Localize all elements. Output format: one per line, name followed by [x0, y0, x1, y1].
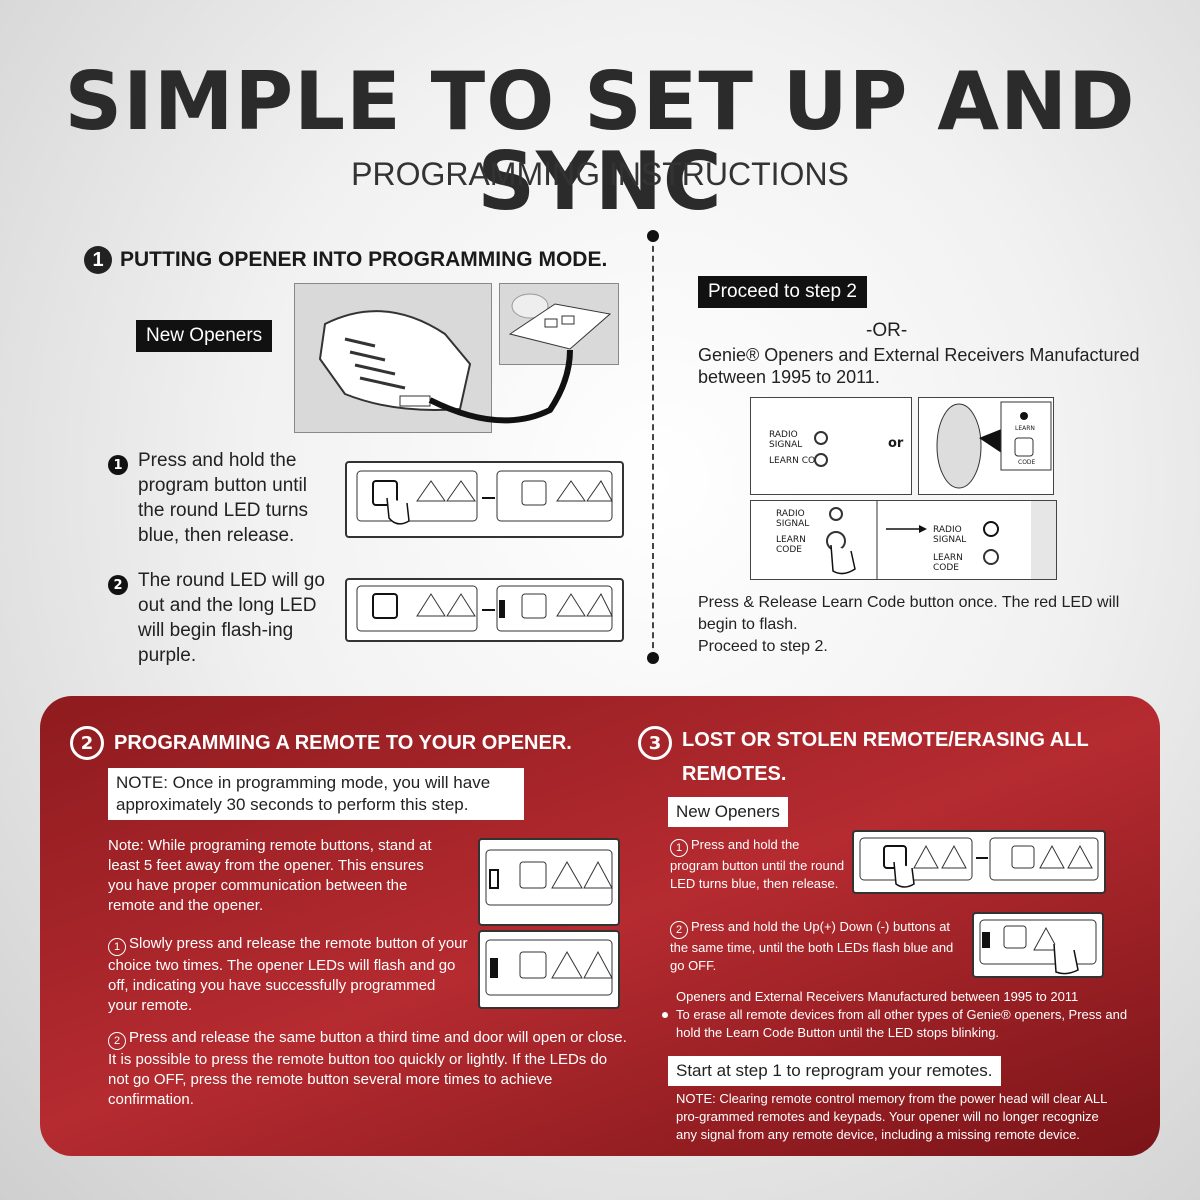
step3-item1-text: Press and hold the program button until …	[670, 837, 845, 891]
step2-panel-2	[478, 930, 620, 1009]
or-small-text: or	[888, 436, 904, 451]
learn-code-press-illustration: RADIO SIGNAL LEARN CODE RADIO SIGNAL LEA…	[750, 500, 1057, 580]
step2-item1-text: Slowly press and release the remote butt…	[108, 935, 468, 1014]
step3-panel-2	[972, 912, 1104, 978]
panel-drawing-2	[356, 585, 613, 632]
step2-panel-drawing-2	[485, 939, 613, 996]
control-panel-drawing	[508, 293, 612, 350]
step3-heading-line2: REMOTES.	[682, 763, 787, 785]
step2-item2-text: Press and release the same button a thir…	[108, 1029, 627, 1108]
step2-number-badge: 2	[70, 726, 104, 760]
page-title: SIMPLE TO SET UP AND SYNC	[64, 55, 1136, 228]
step1-panel-2	[345, 578, 624, 642]
step1-item1-number: 1	[108, 455, 128, 475]
learn-code-label: LEARN CODE	[769, 456, 828, 466]
step1-heading: 1 PUTTING OPENER INTO PROGRAMMING MODE.	[84, 246, 607, 274]
new-openers-tag: New Openers	[136, 320, 273, 352]
code-small-label: CODE	[1018, 459, 1036, 466]
step2-item2-number: 2	[108, 1032, 126, 1050]
step1-panel-1	[345, 461, 624, 538]
step3-item2-text: Press and hold the Up(+) Down (-) button…	[670, 919, 954, 973]
step2-item1-number: 1	[108, 938, 126, 956]
section-divider	[652, 236, 654, 658]
press-release-instruction: Press & Release Learn Code button once. …	[698, 594, 1120, 633]
divider-dot-top	[647, 230, 659, 242]
step2-panel-drawing-1	[485, 849, 613, 906]
learn-code-label-2: LEARN CODE	[776, 535, 806, 555]
step1-item1-text: Press and hold the program button until …	[138, 450, 309, 546]
divider-dot-bottom	[647, 652, 659, 664]
step1-item2-text: The round LED will go out and the long L…	[138, 570, 325, 666]
or-text: -OR-	[866, 320, 908, 341]
step2-note-text: Note: While programing remote buttons, s…	[108, 837, 432, 914]
radio-signal-label: RADIO SIGNAL	[769, 430, 803, 450]
step3-start-tag: Start at step 1 to reprogram your remote…	[668, 1056, 1001, 1086]
step3-panel-drawing-2	[979, 919, 1097, 975]
connector-curve	[428, 349, 573, 424]
step3-heading-text: LOST OR STOLEN REMOTE/ERASING ALL REMOTE…	[682, 723, 1089, 791]
press-release-text: Press & Release Learn Code button once. …	[698, 592, 1148, 658]
step2-heading-text: PROGRAMMING A REMOTE TO YOUR OPENER.	[114, 731, 572, 754]
step3-heading: 3 LOST OR STOLEN REMOTE/ERASING ALL REMO…	[638, 726, 1089, 791]
panel-drawing	[356, 470, 613, 525]
step2-heading: 2 PROGRAMMING A REMOTE TO YOUR OPENER.	[70, 726, 572, 760]
step3-heading-line1: LOST OR STOLEN REMOTE/ERASING ALL	[682, 729, 1089, 751]
control-panel-closeup	[499, 283, 619, 365]
step3-new-openers-tag: New Openers	[668, 797, 788, 827]
learn-press-drawing	[826, 501, 1056, 579]
step1-heading-text: PUTTING OPENER INTO PROGRAMMING MODE.	[120, 248, 608, 271]
step2-note-tag: NOTE: Once in programming mode, you will…	[108, 768, 524, 820]
step3-panel-drawing-1	[859, 837, 1099, 888]
step3-item2-number: 2	[670, 921, 688, 939]
step3-panel-1	[852, 830, 1106, 894]
radio-signal-label-2: RADIO SIGNAL	[776, 509, 810, 529]
learn-code-label-3: LEARN CODE	[933, 553, 963, 573]
remote-receiver-illustration: LEARN CODE	[918, 397, 1054, 495]
genie-text: Genie® Openers and External Receivers Ma…	[698, 345, 1140, 387]
page-subtitle: PROGRAMMING INSTRUCTIONS	[351, 156, 849, 192]
step3-final-note: NOTE: Clearing remote control memory fro…	[676, 1091, 1107, 1142]
step3-erase-text: To erase all remote devices from all oth…	[676, 1007, 1128, 1040]
proceed-tag: Proceed to step 2	[698, 276, 867, 308]
receiver-illustration: RADIO SIGNAL LEARN CODE	[750, 397, 912, 495]
remote-receiver-drawing	[936, 401, 1052, 489]
opener-drawing	[318, 310, 472, 411]
receiver-leds	[814, 431, 828, 467]
step2-panel-1	[478, 838, 620, 926]
learn-small-label: LEARN	[1015, 425, 1035, 432]
bullet-dot	[662, 1012, 668, 1018]
proceed-step2-text: Proceed to step 2.	[698, 638, 828, 655]
step1-number-badge: 1	[84, 246, 112, 274]
step3-item1-number: 1	[670, 839, 688, 857]
opener-illustration	[294, 283, 492, 433]
step1-item2-number: 2	[108, 575, 128, 595]
step3-openers-text: Openers and External Receivers Manufactu…	[676, 989, 1079, 1004]
radio-signal-label-3: RADIO SIGNAL	[933, 525, 967, 545]
step3-number-badge: 3	[638, 726, 672, 760]
